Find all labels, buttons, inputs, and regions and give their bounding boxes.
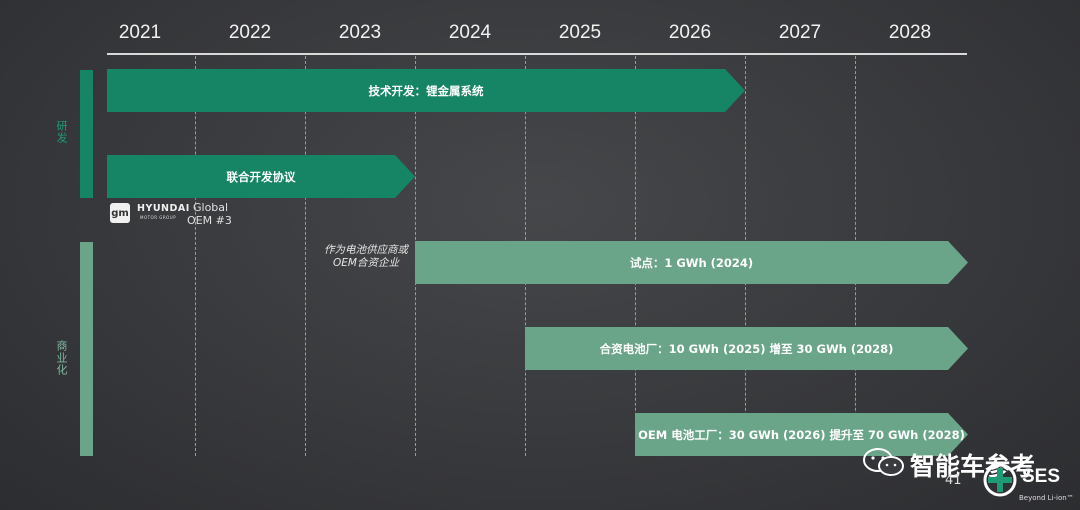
supplier-note-line2: OEM合资企业: [333, 257, 399, 269]
global-oem-line2: OEM #3: [187, 214, 232, 227]
rd-section-label: 研发: [55, 120, 68, 144]
ses-tagline: Beyond Li-ion™: [1019, 494, 1074, 502]
ses-plus-icon: [983, 463, 1017, 497]
jv-plant-bar: 合资电池厂：10 GWh (2025) 增至 30 GWh (2028): [525, 327, 968, 370]
oem-plant-label: OEM 电池工厂：30 GWh (2026) 提升至 70 GWh (2028): [638, 427, 965, 442]
year-2028: 2028: [888, 22, 932, 43]
commercial-section-label: 商业化: [55, 340, 68, 376]
global-oem-note: Global OEM #3: [187, 201, 232, 227]
page-number: 41: [945, 473, 962, 488]
year-2025: 2025: [558, 22, 602, 43]
year-2022: 2022: [228, 22, 272, 43]
year-2026: 2026: [668, 22, 712, 43]
header-rule: [107, 53, 967, 55]
commercial-section-bar: [80, 242, 93, 456]
rd-section-bar: [80, 70, 93, 198]
lithium-metal-dev-bar: 技术开发：锂金属系统: [107, 69, 745, 112]
hyundai-logo-sub: MOTOR GROUP: [140, 215, 177, 220]
jv-plant-label: 合资电池厂：10 GWh (2025) 增至 30 GWh (2028): [599, 341, 894, 356]
ses-logo-text: SES: [1022, 466, 1061, 487]
joint-dev-bar: 联合开发协议: [107, 155, 415, 198]
joint-dev-label: 联合开发协议: [226, 169, 296, 184]
wechat-icon: [863, 448, 904, 476]
divider-2022: [195, 56, 196, 456]
pilot-label: 试点：1 GWh (2024): [629, 255, 754, 270]
hyundai-logo: HYUNDAI: [137, 203, 190, 214]
year-2023: 2023: [338, 22, 382, 43]
supplier-note: 作为电池供应商或 OEM合资企业: [314, 244, 418, 270]
supplier-note-line1: 作为电池供应商或: [324, 244, 408, 256]
gm-logo: gm: [110, 203, 130, 223]
year-2024: 2024: [448, 22, 492, 43]
year-2021: 2021: [118, 22, 162, 43]
divider-2023: [305, 56, 306, 456]
global-oem-line1: Global: [193, 201, 229, 214]
oem-plant-bar: OEM 电池工厂：30 GWh (2026) 提升至 70 GWh (2028): [635, 413, 968, 456]
pilot-bar: 试点：1 GWh (2024): [415, 241, 968, 284]
year-2027: 2027: [778, 22, 822, 43]
lithium-metal-dev-label: 技术开发：锂金属系统: [368, 83, 484, 98]
